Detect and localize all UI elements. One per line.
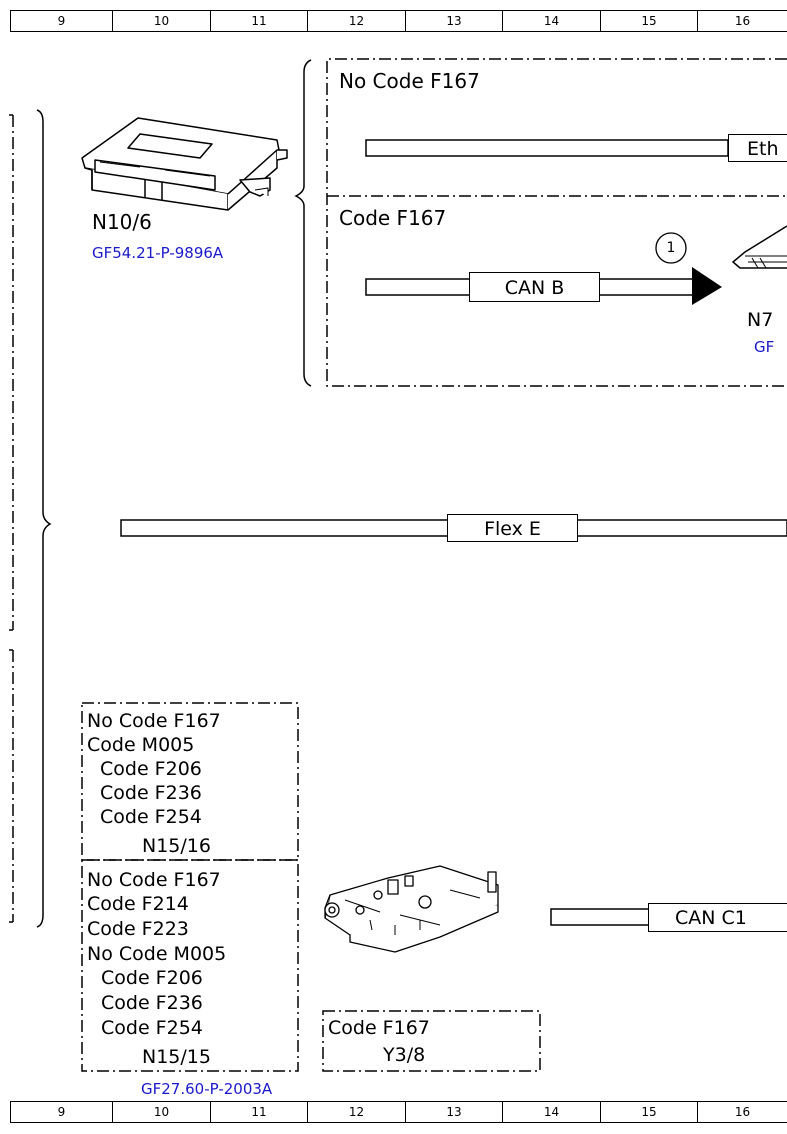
n15-16-condition-line: Code F236 bbox=[100, 782, 202, 804]
ruler-cell: 15 bbox=[600, 11, 697, 31]
y3-8-condition: Code F167 bbox=[328, 1017, 430, 1039]
marker-circle bbox=[655, 232, 687, 264]
n15-15-designation: N15/15 bbox=[142, 1046, 211, 1068]
ruler-cell: 11 bbox=[210, 11, 307, 31]
can-b-label-box: CAN B bbox=[469, 272, 600, 302]
flex-e-label-box: Flex E bbox=[447, 514, 578, 542]
ruler-cell: 12 bbox=[307, 11, 405, 31]
n10-6-link[interactable]: GF54.21-P-9896A bbox=[92, 244, 224, 262]
n15-15-condition-line: Code F254 bbox=[101, 1017, 203, 1039]
ruler-cell: 15 bbox=[600, 1102, 697, 1122]
ruler-cell: 16 bbox=[697, 1102, 787, 1122]
ruler-cell: 13 bbox=[405, 11, 502, 31]
can-c1-label-box: CAN C1 bbox=[648, 903, 787, 932]
control-unit-icon bbox=[81, 117, 288, 211]
ethernet-bus-line bbox=[365, 139, 729, 157]
n15-16-condition-line: Code M005 bbox=[87, 734, 195, 756]
target-control-unit-icon bbox=[731, 225, 787, 269]
can-b-label: CAN B bbox=[504, 277, 565, 299]
ruler-cell: 10 bbox=[112, 1102, 210, 1122]
valve-body-icon bbox=[324, 865, 499, 953]
ruler-cell: 10 bbox=[112, 11, 210, 31]
n15-15-condition-line: No Code F167 bbox=[87, 869, 221, 891]
ethernet-label: Eth bbox=[747, 138, 779, 160]
n15-15-link[interactable]: GF27.60-P-2003A bbox=[141, 1080, 273, 1098]
column-ruler-top: 9 10 11 12 13 14 15 16 bbox=[10, 10, 787, 32]
bus-arrow-icon bbox=[692, 267, 722, 305]
top-group-frame bbox=[326, 58, 787, 387]
n15-16-condition-line: No Code F167 bbox=[87, 710, 221, 732]
n15-15-condition-line: Code F206 bbox=[101, 967, 203, 989]
ruler-cell: 13 bbox=[405, 1102, 502, 1122]
y3-8-designation: Y3/8 bbox=[383, 1044, 426, 1066]
n15-16-condition-line: Code F206 bbox=[100, 758, 202, 780]
ruler-cell: 9 bbox=[10, 11, 112, 31]
n15-16-frame bbox=[81, 702, 299, 861]
n15-15-condition-line: No Code M005 bbox=[87, 943, 227, 965]
ruler-cell: 16 bbox=[697, 11, 787, 31]
n15-15-condition-line: Code F223 bbox=[87, 918, 189, 940]
ruler-cell: 14 bbox=[502, 1102, 600, 1122]
main-brace bbox=[36, 109, 52, 928]
column-ruler-bottom: 9 10 11 12 13 14 15 16 bbox=[10, 1101, 787, 1123]
code-f167-label: Code F167 bbox=[339, 206, 447, 230]
y3-8-frame bbox=[322, 1010, 541, 1072]
can-c1-label: CAN C1 bbox=[675, 907, 747, 929]
flex-e-label: Flex E bbox=[484, 518, 541, 540]
top-group-brace bbox=[294, 59, 312, 387]
no-code-f167-label: No Code F167 bbox=[339, 69, 480, 93]
n15-16-designation: N15/16 bbox=[142, 835, 211, 857]
ruler-cell: 12 bbox=[307, 1102, 405, 1122]
n15-15-frame bbox=[81, 859, 299, 1072]
ethernet-label-box: Eth bbox=[728, 134, 787, 162]
target-component-label: N7 bbox=[747, 309, 774, 331]
marker-number: 1 bbox=[666, 240, 676, 256]
n15-16-condition-line: Code F254 bbox=[100, 806, 202, 828]
n15-15-condition-line: Code F214 bbox=[87, 893, 189, 915]
target-component-link[interactable]: GF bbox=[754, 338, 775, 356]
n10-6-designation: N10/6 bbox=[92, 210, 152, 234]
ruler-cell: 9 bbox=[10, 1102, 112, 1122]
n15-15-condition-line: Code F236 bbox=[101, 992, 203, 1014]
ruler-cell: 14 bbox=[502, 11, 600, 31]
ruler-cell: 11 bbox=[210, 1102, 307, 1122]
